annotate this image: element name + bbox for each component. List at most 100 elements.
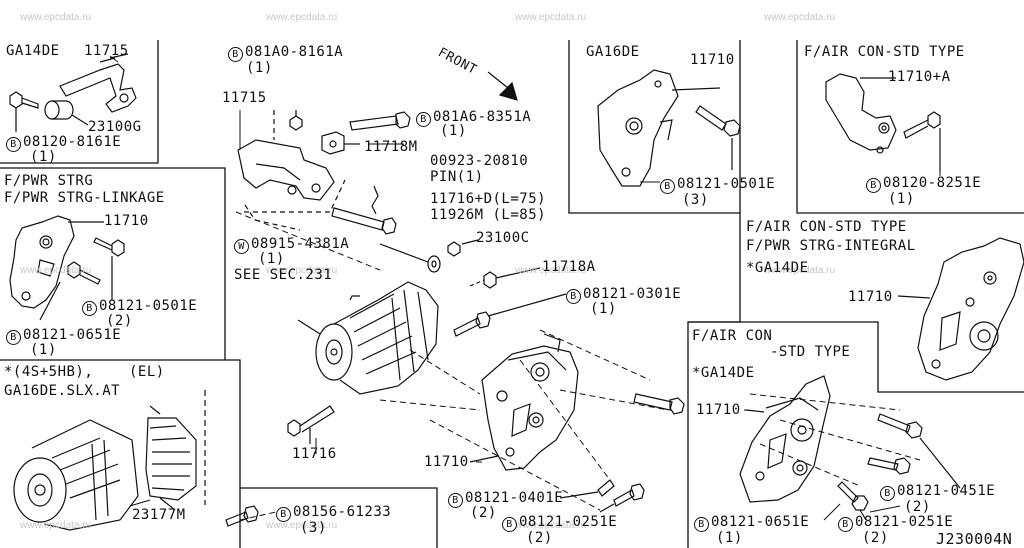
- aircon-lower-bolt-icon-1: [877, 413, 961, 489]
- qty-label: (3): [682, 192, 709, 208]
- pwr-strg-bolt-icon-1: [93, 237, 125, 300]
- bolt-08156-icon: [225, 505, 259, 527]
- el-fan-cover-icon: [145, 390, 206, 511]
- bolt-11716d-icon: [331, 207, 397, 235]
- w-marker-icon: W: [234, 239, 249, 254]
- part-11718a-label[interactable]: 11718A: [542, 259, 596, 275]
- part-11710-lower-label[interactable]: 11710: [696, 402, 741, 418]
- part-11715-label[interactable]: 11715: [84, 43, 129, 59]
- part-11716-label[interactable]: 11716: [292, 446, 337, 462]
- ga14de-bracket-icon: [59, 53, 137, 113]
- el-alternator-icon: [13, 419, 139, 531]
- part-23100c-label[interactable]: 23100C: [476, 230, 530, 246]
- bolt-0401e-icon: [559, 479, 615, 499]
- qty-label: (2): [470, 505, 497, 521]
- b-marker-icon: B: [566, 289, 581, 304]
- part-11718m-label[interactable]: 11718M: [364, 139, 418, 155]
- qty-label: (3): [300, 520, 327, 536]
- part-11926m-label[interactable]: 11926M (L=85): [430, 207, 547, 223]
- part-11715-center-label[interactable]: 11715: [222, 90, 267, 106]
- bolt-right-center-icon: [633, 393, 685, 415]
- b-marker-icon: B: [416, 112, 431, 127]
- qty-label: (1): [30, 149, 57, 165]
- qty-label: (1): [590, 301, 617, 317]
- bolt-number: 08121-0451E: [897, 483, 996, 499]
- integral-bracket-icon: [897, 237, 1024, 381]
- pwr-strg-subtitle: F/PWR STRG-LINKAGE: [4, 190, 165, 206]
- part-23177m-label[interactable]: 23177M: [132, 507, 186, 523]
- part-11710-integral-label[interactable]: 11710: [848, 289, 893, 305]
- aircon-lower-bracket-icon: [739, 375, 831, 503]
- pwr-strg-bolt-icon-2: [39, 261, 101, 321]
- bolt-number: 08121-0251E: [519, 514, 618, 530]
- integral-title: F/AIR CON-STD TYPE: [746, 219, 907, 235]
- see-section-label: SEE SEC.231: [234, 267, 333, 283]
- qty-label: (2): [526, 530, 553, 546]
- bolt-number: 08121-0501E: [99, 298, 198, 314]
- qty-label: (1): [888, 191, 915, 207]
- aircon-lower-model-label: *GA14DE: [692, 365, 755, 381]
- watermark: www.epcdata.ru: [515, 12, 587, 23]
- aircon-std-title: F/AIR CON-STD TYPE: [804, 44, 965, 60]
- watermark: www.epcdata.ru: [266, 265, 338, 276]
- washer-08915-icon: [379, 243, 441, 273]
- aircon-lower-bolt-icon-3: [837, 481, 869, 521]
- ga14de-model-label: GA14DE: [6, 43, 60, 59]
- pin-00923-20810-label[interactable]: 00923-20810: [430, 153, 529, 169]
- part-23100g-label[interactable]: 23100G: [88, 119, 142, 135]
- watermark: www.epcdata.ru: [20, 520, 92, 531]
- center-alternator-icon: [297, 281, 439, 395]
- bolt-number: 08120-8251E: [883, 175, 982, 191]
- part-11710-label[interactable]: 11710: [104, 213, 149, 229]
- spacer-11718m-icon: [321, 131, 360, 155]
- bolt-number: 08121-0401E: [465, 490, 564, 506]
- nut-23100c-icon: [447, 239, 479, 257]
- el-model-label: GA16DE.SLX.AT: [4, 383, 121, 399]
- b-marker-icon: B: [276, 507, 291, 522]
- bolt-11716-icon: [287, 405, 335, 444]
- b-marker-icon: B: [448, 493, 463, 508]
- part-11710-ga16de-label[interactable]: 11710: [690, 52, 735, 68]
- pwr-strg-title: F/PWR STRG: [4, 173, 94, 189]
- pin-00923-icon: [371, 185, 379, 215]
- ga14de-spacer-icon: [44, 100, 89, 126]
- bolt-number: 08121-0251E: [855, 514, 954, 530]
- bolt-number: 081A6-8351A: [433, 109, 532, 125]
- part-11716d-label[interactable]: 11716+D(L=75): [430, 191, 547, 207]
- bolt-number: 08156-61233: [293, 504, 392, 520]
- b-marker-icon: B: [82, 301, 97, 316]
- aircon-bolt-icon: [903, 111, 941, 172]
- watermark: www.epcdata.ru: [20, 12, 92, 23]
- part-11710-center-label[interactable]: 11710: [424, 454, 469, 470]
- bolt-081a6-icon: [349, 111, 411, 131]
- aircon-lower-title: F/AIR CON: [692, 328, 773, 344]
- watermark: www.epcdata.ru: [764, 265, 836, 276]
- ga16de-bolt-icon: [695, 105, 741, 170]
- center-bracket-11710-icon: [469, 333, 579, 471]
- washer-number: 08915-4381A: [251, 236, 350, 252]
- qty-label: (1): [30, 342, 57, 358]
- ga14de-bolt-icon: [9, 91, 39, 132]
- panel-borders: [0, 40, 1024, 548]
- qty-label: (1): [716, 530, 743, 546]
- watermark: www.epcdata.ru: [20, 265, 92, 276]
- front-arrow-icon: [487, 71, 518, 101]
- part-11710a-label[interactable]: 11710+A: [888, 69, 951, 85]
- qty-label: (1): [246, 60, 273, 76]
